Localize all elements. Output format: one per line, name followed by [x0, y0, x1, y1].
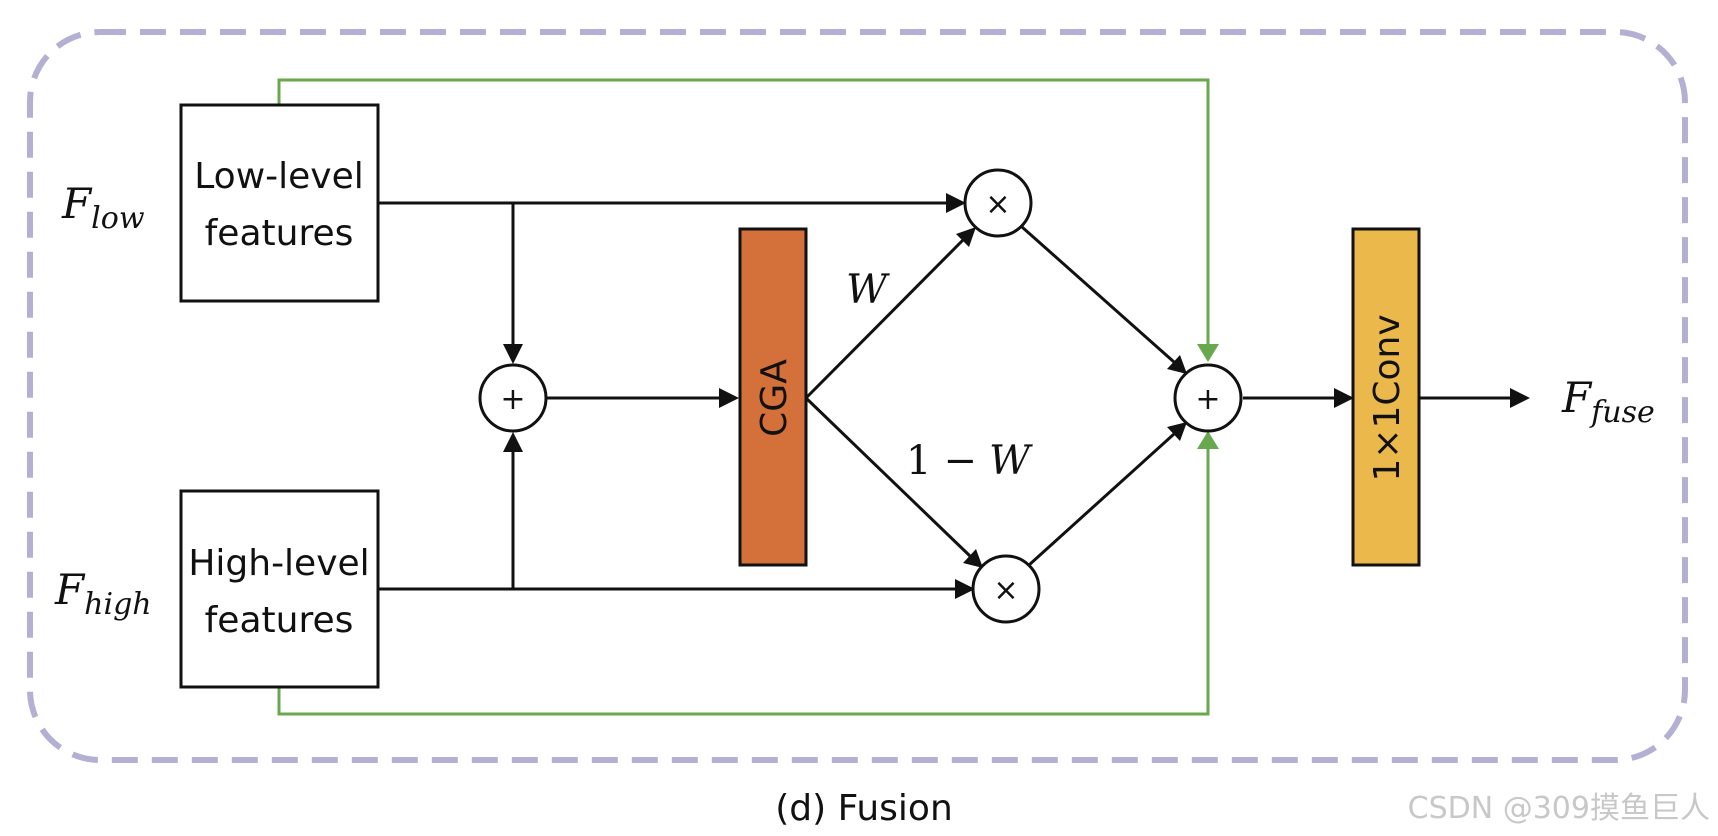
plus-symbol: +	[500, 382, 525, 417]
add-node-input: +	[478, 363, 548, 433]
high-box-line2: features	[205, 600, 354, 641]
dashed-frame	[27, 29, 1688, 763]
figure-caption: (d) Fusion	[775, 788, 953, 829]
skip-connection-low	[277, 78, 1210, 348]
f-low-label: Flow	[61, 179, 145, 236]
cga-block: CGA	[738, 227, 808, 567]
connections	[378, 201, 1514, 591]
watermark: CSDN @309摸鱼巨人	[1408, 791, 1710, 826]
times-symbol: ×	[993, 573, 1018, 608]
high-level-features-box: High-level features	[179, 489, 380, 689]
plus-symbol: +	[1195, 382, 1220, 417]
skip-arrowhead-low	[1197, 344, 1219, 362]
conv-label: 1×1Conv	[1367, 314, 1408, 481]
w-label: W	[846, 267, 890, 313]
cga-label: CGA	[754, 359, 795, 437]
multiply-node-top: ×	[963, 168, 1033, 238]
low-box-line2: features	[205, 213, 354, 254]
low-level-features-box: Low-level features	[179, 103, 380, 303]
low-box-line1: Low-level	[194, 156, 364, 197]
f-fuse-label: Ffuse	[1561, 373, 1655, 430]
f-high-label: Fhigh	[54, 565, 152, 622]
conv-block: 1×1Conv	[1351, 227, 1421, 567]
high-box-line1: High-level	[188, 543, 369, 584]
skip-connection-high	[277, 445, 1210, 716]
multiply-node-bottom: ×	[971, 554, 1041, 624]
one-minus-w-label: 1−W	[906, 438, 1033, 484]
skip-arrowhead-high	[1197, 431, 1219, 449]
times-symbol: ×	[985, 187, 1010, 222]
add-node-fusion: +	[1173, 363, 1243, 433]
arrowheads	[503, 193, 1530, 599]
